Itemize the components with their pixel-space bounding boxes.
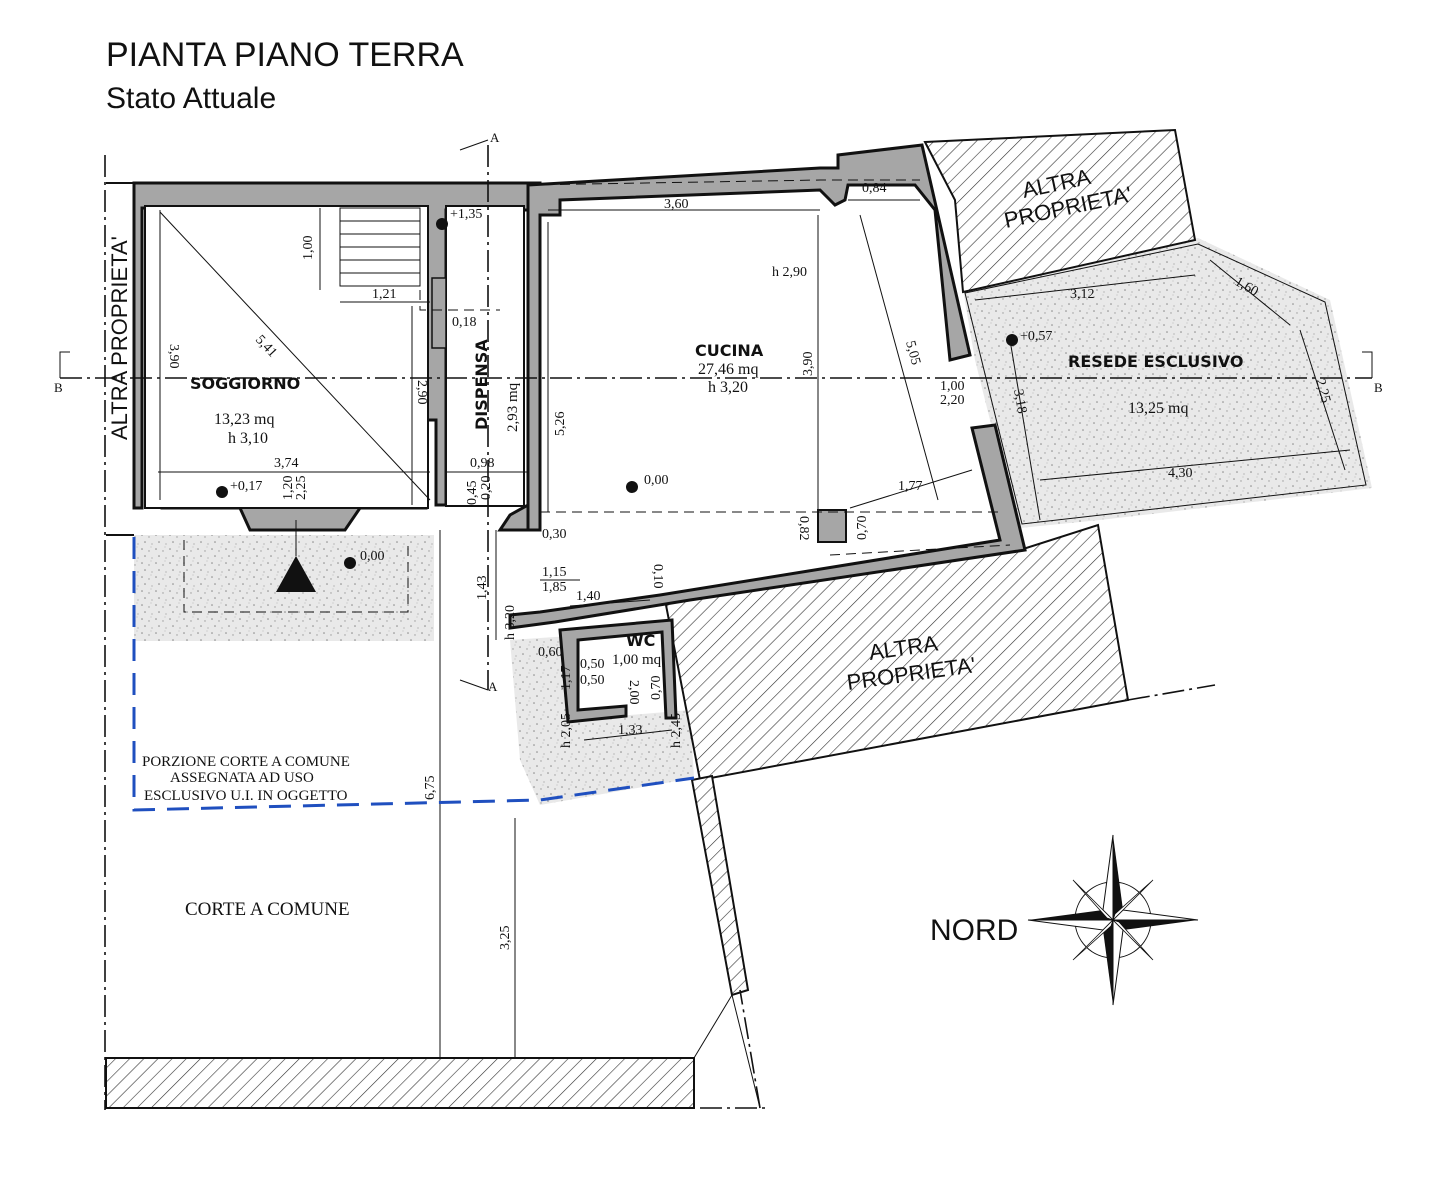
dim-0-18: 0,18 xyxy=(452,315,477,330)
dim-0-82: 0,82 xyxy=(796,516,811,541)
cucina-walls xyxy=(526,143,972,532)
soggiorno-area: 13,23 mq xyxy=(214,411,274,428)
dim-0-30: 0,30 xyxy=(542,527,567,542)
dim-0-50-b: 0,50 xyxy=(580,673,605,688)
section-a-top: A xyxy=(490,130,500,145)
wc-height-1: h 2,05 xyxy=(559,713,574,748)
dim-3-90-a: 3,90 xyxy=(166,344,181,369)
dim-3-18: 3,18 xyxy=(1010,388,1029,415)
wc-area: 1,00 mq xyxy=(612,652,662,668)
porzione-label-1: PORZIONE CORTE A COMUNE xyxy=(142,754,350,770)
plan-subtitle: Stato Attuale xyxy=(106,82,276,115)
dim-1-00: 1,00 xyxy=(301,236,316,261)
resede-name: RESEDE ESCLUSIVO xyxy=(1068,352,1243,371)
dim-1-85: 1,85 xyxy=(542,580,567,595)
dim-1-15: 1,15 xyxy=(542,565,567,580)
porzione-label-2: ASSEGNATA AD USO xyxy=(170,770,314,786)
staircase xyxy=(339,207,421,287)
level-1: +1,35 xyxy=(450,207,482,222)
dispensa-pillar xyxy=(431,277,447,349)
dim-1-00-b: 1,00 xyxy=(940,379,965,394)
dim-1-17: 1,17 xyxy=(559,666,574,691)
altra-proprieta-bottom-strip xyxy=(105,1057,695,1109)
cucina-area: 27,46 mq xyxy=(698,361,758,378)
dim-0-20: 0,20 xyxy=(479,476,494,501)
dim-0-70-b: 0,70 xyxy=(649,676,664,701)
dim-3-74: 3,74 xyxy=(274,456,299,471)
dim-1-40: 1,40 xyxy=(576,589,601,604)
soggiorno-inner xyxy=(144,205,429,509)
level-2: +0,17 xyxy=(230,479,262,494)
dimension-lines xyxy=(158,199,1351,1058)
dim-2-00: 2,00 xyxy=(626,680,641,705)
dim-3-60: 3,60 xyxy=(664,197,689,212)
dispensa-name: DISPENSA xyxy=(472,339,491,430)
level-4: 0,00 xyxy=(644,473,669,488)
level-5: +0,57 xyxy=(1020,329,1052,344)
dim-1-77: 1,77 xyxy=(898,479,923,494)
dim-5-05: 5,05 xyxy=(902,339,923,367)
dim-0-45: 0,45 xyxy=(465,481,480,506)
plan-title: PIANTA PIANO TERRA xyxy=(106,36,464,74)
section-b-left: B xyxy=(54,380,63,395)
dim-0-50-a: 0,50 xyxy=(580,657,605,672)
dim-2-90: 2,90 xyxy=(414,380,429,405)
dispensa-area: 2,93 mq xyxy=(505,382,521,432)
corridor-height: h 3,20 xyxy=(503,605,518,640)
dim-0-84: 0,84 xyxy=(862,181,887,196)
resede-border xyxy=(964,243,1367,525)
north-label: NORD xyxy=(930,914,1018,947)
level-markers xyxy=(216,218,1018,569)
cucina-ceiling-height: h 2,90 xyxy=(772,265,807,280)
dim-2-25-b: 2,25 xyxy=(1312,377,1333,405)
section-a-bottom: A xyxy=(488,679,498,694)
soggiorno-height: h 3,10 xyxy=(228,430,268,447)
dim-5-26: 5,26 xyxy=(553,412,568,437)
corte-portion-boundary xyxy=(132,537,695,812)
level-3: 0,00 xyxy=(360,549,385,564)
boundary-wall-strip xyxy=(690,774,750,997)
dim-1-20: 1,20 xyxy=(281,476,296,501)
dim-4-30: 4,30 xyxy=(1168,466,1193,481)
dim-0-98: 0,98 xyxy=(470,456,495,471)
dim-3-12: 3,12 xyxy=(1070,287,1095,302)
dashed-guides xyxy=(183,179,1011,613)
resede-gravel-area xyxy=(963,238,1372,528)
dispensa-inner xyxy=(445,205,525,507)
dim-0-10: 0,10 xyxy=(650,564,665,589)
corte-label: CORTE A COMUNE xyxy=(185,899,350,920)
wc-name: WC xyxy=(626,631,655,650)
dim-0-70: 0,70 xyxy=(855,516,870,541)
altra-proprieta-left-label: ALTRA PROPRIETA' xyxy=(107,236,132,440)
dim-2-20: 2,20 xyxy=(940,393,965,408)
section-b-right: B xyxy=(1374,380,1383,395)
porzione-label-3: ESCLUSIVO U.I. IN OGGETTO xyxy=(144,788,348,804)
wc-height-2: h 2,45 xyxy=(669,713,684,748)
wc-walls xyxy=(558,618,678,724)
cucina-east-wall xyxy=(508,423,1027,630)
dim-3-25: 3,25 xyxy=(498,926,513,951)
wc-gravel-area xyxy=(510,636,694,805)
cucina-height: h 3,20 xyxy=(708,379,748,396)
resede-area: 13,25 mq xyxy=(1128,400,1188,417)
soggiorno-name: SOGGIORNO xyxy=(190,374,300,393)
dim-1-43: 1,43 xyxy=(475,576,490,601)
entrance-arrow xyxy=(276,556,316,592)
dim-1-33: 1,33 xyxy=(618,723,643,738)
cucina-name: CUCINA xyxy=(695,341,764,360)
dim-3-90-b: 3,90 xyxy=(801,352,816,377)
dim-2-25: 2,25 xyxy=(294,476,309,501)
dim-6-75: 6,75 xyxy=(423,776,438,801)
section-lines xyxy=(59,139,1373,1110)
dim-1-21: 1,21 xyxy=(372,287,397,302)
compass-rose-icon xyxy=(1027,834,1199,1006)
altra-proprieta-top xyxy=(923,128,1197,294)
cucina-pillar xyxy=(817,509,847,543)
dim-0-60: 0,60 xyxy=(538,645,563,660)
